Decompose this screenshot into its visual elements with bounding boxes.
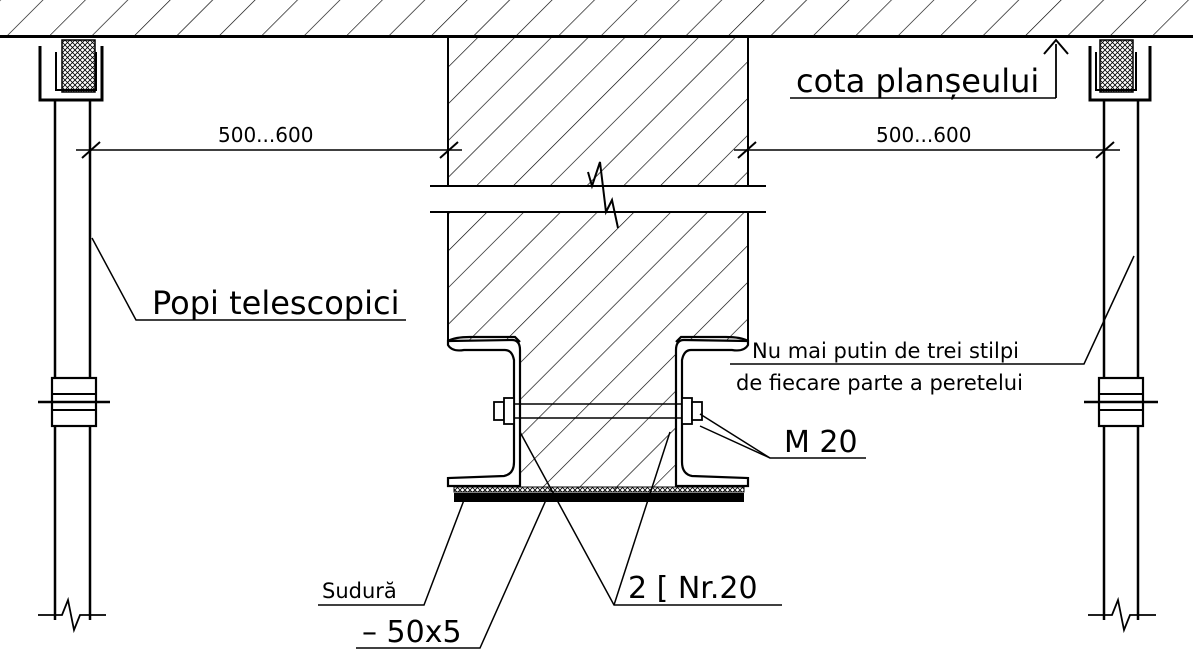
bolt-m20 [493, 397, 703, 425]
plate-label: – 50x5 [362, 615, 462, 650]
bolt-label: M 20 [784, 425, 858, 460]
floor-slab [0, 0, 1193, 38]
dimension-left-label: 500...600 [218, 123, 313, 147]
wall [430, 37, 766, 489]
channels-label: 2 [ Nr.20 [628, 571, 758, 606]
dimension-right-label: 500...600 [876, 123, 971, 147]
left-prop [38, 39, 110, 634]
dimension-right [734, 141, 1120, 159]
telescopic-props-label: Popi telescopici [152, 284, 399, 322]
leader-lines [91, 38, 1135, 649]
dimension-left [76, 141, 462, 159]
floor-level-label: cota planșeului [796, 62, 1039, 100]
weld-and-plate [453, 486, 745, 502]
right-prop [1084, 39, 1158, 634]
min-props-label-line1: Nu mai putin de trei stilpi [752, 339, 1019, 363]
min-props-label-line2: de fiecare parte a peretelui [736, 371, 1023, 395]
steel-channels [446, 335, 750, 488]
weld-label: Sudură [322, 579, 397, 603]
